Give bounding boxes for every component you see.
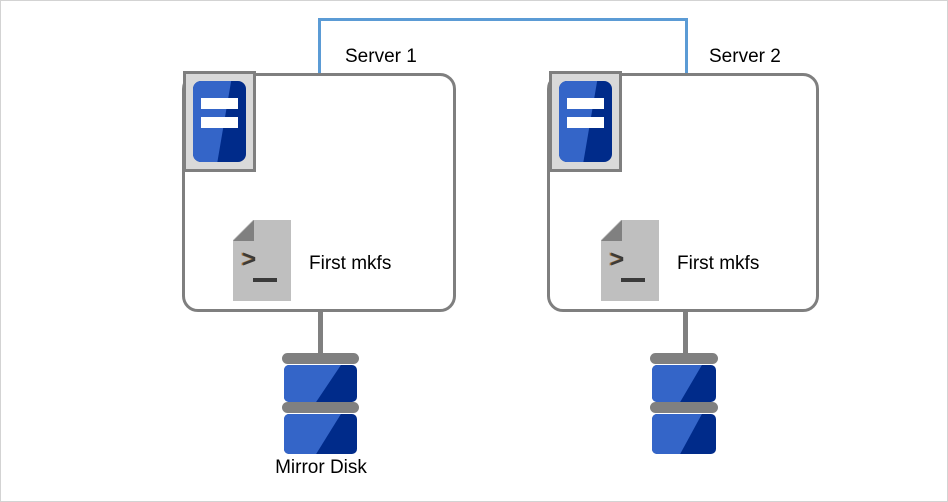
server-rack-slot-1 xyxy=(567,98,604,109)
disk-plate-middle xyxy=(650,402,718,413)
server-1-label: Server 1 xyxy=(345,46,417,67)
interconnect-bracket-left xyxy=(318,18,321,74)
mirror-disk-icon xyxy=(282,353,359,455)
server-2-label: Server 2 xyxy=(709,46,781,67)
shell-cursor-glyph xyxy=(253,278,277,282)
disk-plate-middle xyxy=(282,402,359,413)
interconnect-bracket-top xyxy=(318,18,688,21)
disk-segment-1 xyxy=(284,365,357,402)
server-2-mkfs-label: First mkfs xyxy=(677,253,760,274)
script-document-icon: > xyxy=(233,220,291,301)
interconnect-bracket-right xyxy=(685,18,688,74)
server-rack-icon xyxy=(183,71,256,172)
mirror-disk-icon xyxy=(650,353,718,455)
server-1-mkfs-label: First mkfs xyxy=(309,253,392,274)
disk-plate-top xyxy=(650,353,718,364)
server-rack-slot-1 xyxy=(201,98,238,109)
server-2-disk-connector xyxy=(683,312,688,360)
server-1-disk-connector xyxy=(318,312,323,360)
server-rack-icon xyxy=(549,71,622,172)
disk-plate-top xyxy=(282,353,359,364)
server-rack-slot-2 xyxy=(201,117,238,128)
mirror-disk-label: Mirror Disk xyxy=(275,457,367,478)
shell-prompt-glyph: > xyxy=(610,248,625,275)
document-fold-corner xyxy=(233,220,254,241)
disk-segment-2 xyxy=(652,414,716,454)
disk-segment-1 xyxy=(652,365,716,402)
server-rack-slot-2 xyxy=(567,117,604,128)
server-rack-chassis xyxy=(559,81,612,162)
server-rack-chassis xyxy=(193,81,246,162)
shell-prompt-glyph: > xyxy=(242,248,257,275)
script-document-icon: > xyxy=(601,220,659,301)
shell-cursor-glyph xyxy=(621,278,645,282)
disk-segment-2 xyxy=(284,414,357,454)
